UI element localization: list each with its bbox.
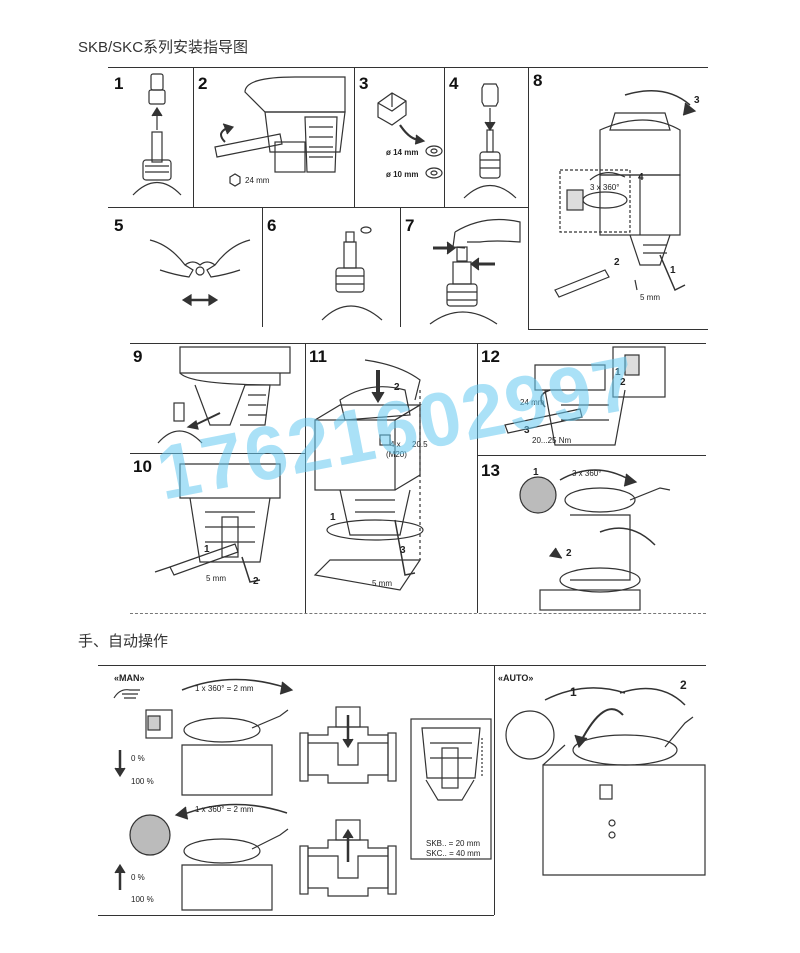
valve-section-top-illustration	[299, 706, 397, 784]
auto-tag: «AUTO»	[498, 673, 534, 683]
step8-hex-size: 5 mm	[640, 293, 660, 302]
valve-section-bottom-illustration	[299, 819, 397, 897]
step-2-number: 2	[198, 74, 208, 93]
step6-stem-illustration	[321, 226, 383, 321]
stroke-skb: SKB.. = 20 mm	[426, 839, 481, 848]
step3-diameter-14: ø 14 mm	[386, 148, 419, 157]
step-13-number: 13	[481, 461, 500, 480]
step-11-number: 11	[309, 347, 327, 366]
step8-n1: 1	[670, 265, 676, 276]
step13-knob-illustration	[519, 469, 671, 611]
auto-n2: 2	[680, 678, 687, 692]
step10-hex-size: 5 mm	[206, 574, 226, 583]
step3-nut-washers-illustration	[377, 92, 443, 179]
step5-hands-illustration	[149, 239, 251, 307]
step2-wrench-size: 24 mm	[245, 176, 270, 185]
manual-auto-title: 手、自动操作	[78, 633, 169, 650]
step11-dim: 20.5	[412, 440, 428, 449]
step13-n1: 1	[533, 467, 539, 478]
step-5-number: 5	[114, 216, 124, 235]
step12-n2: 2	[620, 377, 626, 388]
step10-n2: 2	[253, 576, 259, 587]
step8-n4: 4	[638, 172, 644, 183]
step-1-number: 1	[114, 74, 124, 93]
step11-m20: (M20)	[386, 450, 407, 459]
install-guide-title: SKB/SKC系列安装指导图	[78, 39, 249, 56]
step-9-number: 9	[133, 347, 143, 366]
manual-knob-bottom-illustration	[114, 803, 289, 911]
step13-turns-label: 3 x 360°	[572, 469, 602, 478]
step13-n2: 2	[566, 548, 572, 559]
step1-stem-illustration	[132, 73, 182, 196]
man-turn-rule-top: 1 x 360° = 2 mm	[195, 684, 254, 693]
man-pct100-bottom: 100 %	[131, 895, 154, 904]
stroke-skc: SKC.. = 40 mm	[426, 849, 481, 858]
step-3-number: 3	[359, 74, 369, 93]
step11-n2: 2	[394, 382, 400, 393]
step8-n3: 3	[694, 95, 700, 106]
step2-actuator-wrench-illustration	[214, 76, 346, 187]
step-6-number: 6	[267, 216, 277, 235]
step12-n1: 1	[615, 367, 621, 378]
auto-knob-illustration	[505, 687, 706, 876]
step10-actuator-hexkey-illustration	[154, 463, 281, 583]
step3-diameter-10: ø 10 mm	[386, 170, 419, 179]
step8-n2: 2	[614, 257, 620, 268]
man-pct0-top: 0 %	[131, 754, 145, 763]
step12-torque: 20...25 Nm	[532, 436, 572, 445]
step8-turns-label: 3 x 360°	[590, 183, 620, 192]
step-7-number: 7	[405, 216, 415, 235]
stroke-detail-illustration	[410, 718, 492, 860]
step4-stem-nut-illustration	[463, 83, 517, 199]
step11-n1: 1	[330, 512, 336, 523]
step11-n3: 3	[400, 545, 406, 556]
man-turn-rule-bottom: 1 x 360° = 2 mm	[195, 805, 254, 814]
step-4-number: 4	[449, 74, 459, 93]
step7-hand-stem-illustration	[429, 218, 521, 325]
step10-n1: 1	[204, 544, 210, 555]
man-tag: «MAN»	[114, 673, 145, 683]
step-12-number: 12	[481, 347, 500, 366]
step11-thread: 4 x	[390, 440, 401, 449]
step11-actuator-mount-illustration	[313, 359, 424, 591]
auto-n1: 1	[570, 685, 577, 699]
step8-actuator-illustration	[554, 90, 697, 298]
hand-icon	[113, 689, 140, 699]
step-8-number: 8	[533, 71, 543, 90]
man-pct100-top: 100 %	[131, 777, 154, 786]
manual-knob-top-illustration	[114, 678, 294, 796]
step12-actuator-torque-illustration	[504, 346, 666, 446]
step12-wrench-size: 24 mm	[520, 398, 545, 407]
step12-n3: 3	[524, 425, 530, 436]
step11-hex-size: 5 mm	[372, 579, 392, 588]
man-pct0-bottom: 0 %	[131, 873, 145, 882]
step9-actuator-illustration	[157, 346, 291, 444]
step-10-number: 10	[133, 457, 152, 476]
